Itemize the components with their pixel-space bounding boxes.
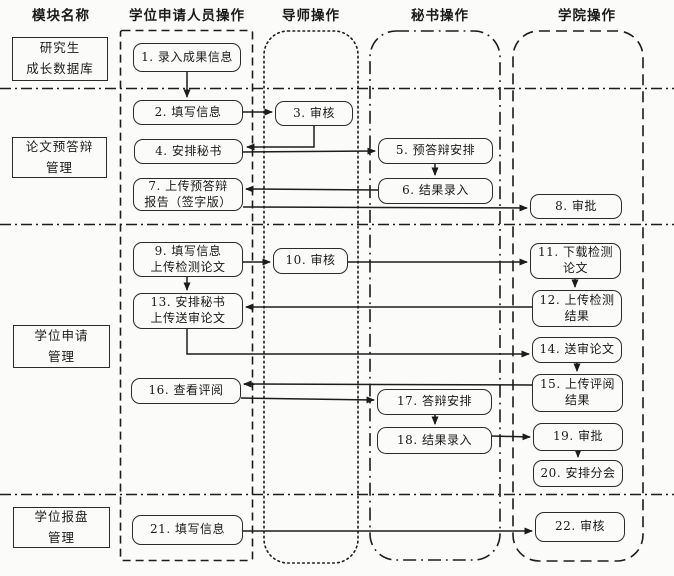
arrow-18-to-19 <box>491 433 531 441</box>
step-box-7-upload-signed-report: 7. 上传预答辩 报告（签字版） <box>133 178 243 211</box>
lane-college <box>512 30 644 562</box>
step-box-1-enter-achievements: 1. 录入成果信息 <box>133 43 241 72</box>
arrow-3-to-4 <box>246 126 315 151</box>
step-box-21-fill-info: 21. 填写信息 <box>132 515 243 545</box>
step-box-17-defense-schedule: 17. 答辩安排 <box>377 389 492 415</box>
module-box-predefense-mgmt: 论文预答辩 管理 <box>12 137 107 178</box>
header-module-name: 模块名称 <box>32 8 90 24</box>
step-box-13-arrange-upload-review: 13. 安排秘书 上传送审论文 <box>133 293 243 329</box>
header-college-actions: 学院操作 <box>558 8 616 24</box>
step-box-22-review: 22. 审核 <box>535 512 625 542</box>
step-box-15-upload-review-results: 15. 上传评阅 结果 <box>532 374 623 412</box>
step-box-14-send-thesis: 14. 送审论文 <box>532 337 622 363</box>
step-box-5-predefense-schedule: 5. 预答辩安排 <box>378 138 493 164</box>
module-box-degree-application: 学位申请 管理 <box>13 325 110 368</box>
module-box-degree-report: 学位报盘 管理 <box>13 507 110 548</box>
step-box-18-enter-results: 18. 结果录入 <box>377 427 492 454</box>
step-box-3-review: 3. 审核 <box>275 101 353 126</box>
header-applicant-actions: 学位申请人员操作 <box>129 8 245 24</box>
step-box-16-view-reviews: 16. 查看评阅 <box>131 378 241 404</box>
arrow-13-to-14 <box>186 329 530 358</box>
step-box-19-approve: 19. 审批 <box>533 423 623 451</box>
step-box-11-download-thesis: 11. 下载检测 论文 <box>530 243 621 279</box>
step-box-12-upload-check-results: 12. 上传检测 结果 <box>532 290 622 327</box>
header-secretary-actions: 秘书操作 <box>411 8 469 24</box>
module-box-growth-database: 研究生 成长数据库 <box>12 37 108 81</box>
arrow-4-to-5 <box>242 147 376 155</box>
arrow-15-to-16 <box>243 380 533 388</box>
lane-applicant <box>119 29 254 562</box>
lane-secretary <box>369 30 501 561</box>
arrow-6-to-7 <box>245 185 379 193</box>
step-box-20-arrange-subcommittee: 20. 安排分会 <box>533 460 623 487</box>
lane-mentor <box>263 30 359 564</box>
step-box-8-approve: 8. 审批 <box>530 194 622 219</box>
step-box-2-fill-info: 2. 填写信息 <box>133 100 243 125</box>
step-box-10-review: 10. 审核 <box>273 248 348 274</box>
step-box-9-fill-upload-thesis: 9. 填写信息 上传检测论文 <box>133 242 243 277</box>
step-box-4-arrange-secretary: 4. 安排秘书 <box>134 139 243 164</box>
header-mentor-actions: 导师操作 <box>282 8 340 24</box>
step-box-6-enter-results: 6. 结果录入 <box>378 178 493 204</box>
arrow-16-to-17 <box>240 396 375 404</box>
arrow-7-to-8 <box>242 204 528 212</box>
